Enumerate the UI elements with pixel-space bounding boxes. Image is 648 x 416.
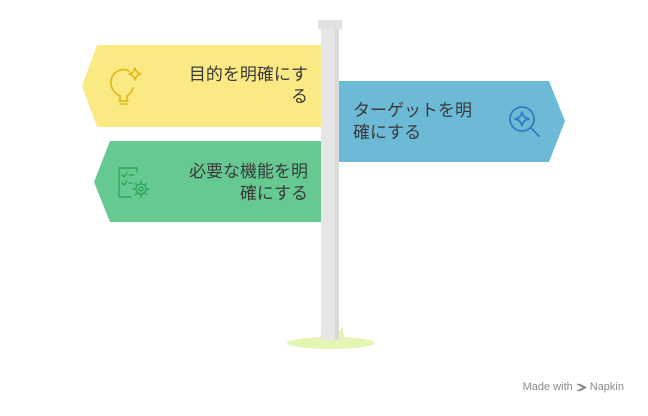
napkin-logo-icon bbox=[576, 382, 587, 392]
signpost-pole-cap bbox=[318, 20, 342, 29]
sign-label-target: ターゲットを明 確にする bbox=[353, 100, 472, 144]
credit-label: Made with bbox=[522, 381, 573, 393]
sign-label-features-line-1: 必要な機能を明 bbox=[189, 162, 308, 182]
sign-label-purpose-line-1: 目的を明確にす bbox=[188, 65, 308, 85]
sign-label-features: 必要な機能を明 確にする bbox=[189, 161, 308, 205]
sign-board-target bbox=[339, 81, 565, 162]
sign-board-features bbox=[94, 141, 321, 222]
sign-board-purpose bbox=[82, 45, 321, 127]
magnifier-sparkle-icon bbox=[509, 106, 540, 137]
sign-label-target-line-2: 確にする bbox=[353, 123, 422, 143]
signpost-pole-shade bbox=[335, 26, 339, 340]
sign-label-target-line-1: ターゲットを明 bbox=[353, 101, 472, 121]
checklist-gear-icon bbox=[118, 167, 150, 198]
lightbulb-sparkle-icon bbox=[110, 67, 142, 105]
credit-brand: Napkin bbox=[589, 381, 624, 393]
sign-label-features-line-2: 確にする bbox=[239, 184, 308, 204]
sign-label-purpose: 目的を明確にす る bbox=[189, 64, 308, 108]
signpost-pole bbox=[321, 26, 339, 340]
sign-label-purpose-line-2: る bbox=[291, 87, 308, 107]
napkin-credit[interactable]: Made with Napkin bbox=[523, 381, 624, 393]
